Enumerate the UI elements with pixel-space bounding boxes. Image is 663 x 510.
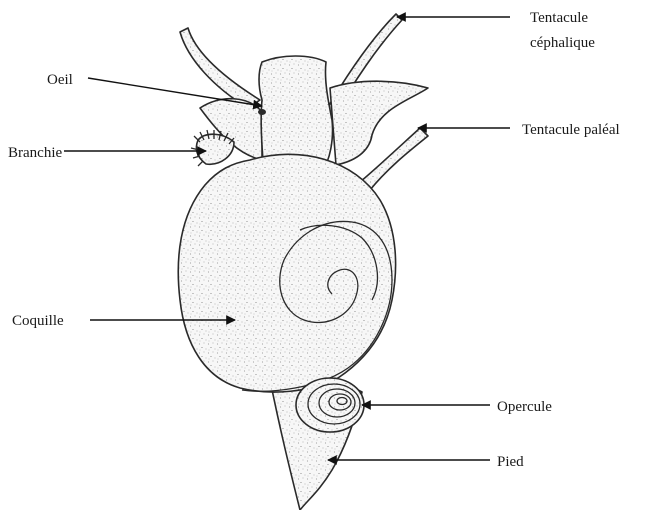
operculum <box>296 378 364 432</box>
cephalic-tentacle-left <box>180 28 260 108</box>
right-head-lobe <box>330 81 428 165</box>
label-branchie: Branchie <box>8 145 62 161</box>
eye <box>258 109 266 115</box>
shell <box>178 154 395 392</box>
label-coquille: Coquille <box>12 313 64 329</box>
label-pied: Pied <box>497 454 524 470</box>
label-tentacule-cephalique-line2: céphalique <box>530 35 595 51</box>
label-tentacule-cephalique-line1: Tentacule <box>530 10 588 26</box>
label-tentacule-paleal: Tentacule paléal <box>522 122 620 138</box>
label-oeil: Oeil <box>47 72 73 88</box>
label-opercule: Opercule <box>497 399 552 415</box>
